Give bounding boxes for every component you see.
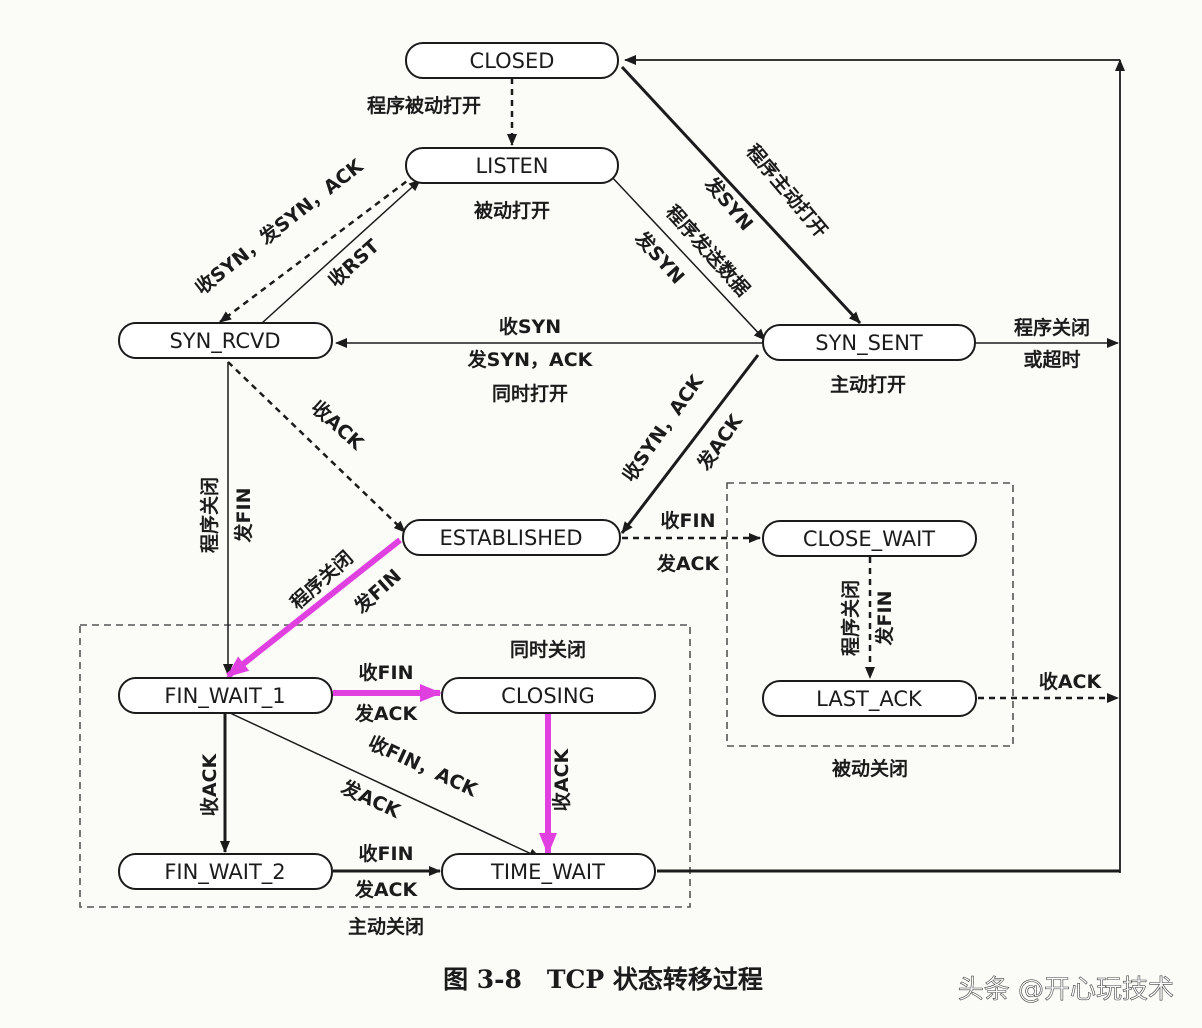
- label-recv-ack-closing: 收ACK: [550, 748, 573, 812]
- edge-synrcvd-established: [227, 361, 406, 533]
- state-syn-sent-label: SYN_SENT: [815, 331, 923, 356]
- watermark: 头条 @开心玩技术: [958, 975, 1174, 1005]
- state-fin-wait-1: FIN_WAIT_1: [118, 677, 333, 714]
- edge-synrcvd-listen: [261, 179, 421, 324]
- label-simultaneous-open: 同时打开: [492, 382, 568, 405]
- edge-finwait1-timewait: [229, 712, 541, 859]
- label-active-open-prog: 程序主动打开: [742, 140, 833, 242]
- state-fin-wait-2: FIN_WAIT_2: [118, 853, 333, 890]
- label-simultaneous-close: 同时关闭: [510, 638, 586, 661]
- label-prog-close-timeout-2: 或超时: [1023, 348, 1080, 371]
- state-closed-label: CLOSED: [470, 49, 555, 73]
- label-send-fin-cw: 发FIN: [873, 591, 896, 647]
- state-closing: CLOSING: [441, 677, 656, 714]
- state-established-label: ESTABLISHED: [439, 526, 582, 550]
- state-time-wait-label: TIME_WAIT: [490, 860, 605, 885]
- label-recv-synack: 收SYN，ACK: [617, 370, 708, 486]
- label-recv-fin-ack: 收FIN，ACK: [365, 731, 482, 802]
- simultaneous-close-group: [79, 624, 691, 908]
- label-prog-close-timeout-1: 程序关闭: [1014, 316, 1090, 339]
- state-listen-label: LISTEN: [475, 154, 548, 178]
- edge-established-finwait1: [226, 537, 402, 679]
- state-syn-sent: SYN_SENT: [762, 324, 976, 361]
- label-passive-open: 被动打开: [474, 199, 550, 222]
- passive-close-group: [726, 482, 1014, 747]
- edge-synsent-established: [620, 354, 760, 534]
- state-last-ack-label: LAST_ACK: [816, 687, 923, 712]
- label-send-ack-fw1: 发ACK: [354, 702, 419, 725]
- state-fin-wait-2-label: FIN_WAIT_2: [164, 860, 285, 885]
- edge-listen-synsent: [609, 174, 766, 341]
- label-recv-ack-la: 收ACK: [1039, 670, 1103, 693]
- state-syn-rcvd: SYN_RCVD: [118, 322, 333, 359]
- label-send-ack-diag: 发ACK: [337, 775, 405, 823]
- label-recv-fin-fw1: 收FIN: [359, 661, 414, 684]
- label-prog-close-left: 程序关闭: [198, 477, 221, 553]
- label-passive-close: 被动关闭: [832, 757, 908, 780]
- figure-caption: 图 3-8 TCP 状态转移过程: [443, 965, 763, 994]
- label-active-close: 主动关闭: [348, 915, 424, 938]
- label-recv-rst: 收RST: [324, 234, 384, 291]
- state-fin-wait-1-label: FIN_WAIT_1: [164, 684, 285, 709]
- label-passive-open-prog: 程序被动打开: [367, 94, 481, 117]
- state-syn-rcvd-label: SYN_RCVD: [169, 329, 280, 354]
- label-send-ack-fw2: 发ACK: [354, 878, 419, 901]
- label-recv-fin-cw: 收FIN: [661, 509, 716, 532]
- edge-closed-synsent: [620, 65, 862, 325]
- state-closing-label: CLOSING: [501, 684, 595, 708]
- state-listen: LISTEN: [405, 147, 619, 184]
- state-closed: CLOSED: [405, 42, 619, 79]
- label-recv-fin-fw2: 收FIN: [359, 842, 414, 865]
- label-recv-ack-fw1: 收ACK: [198, 753, 221, 817]
- label-active-open: 主动打开: [830, 373, 906, 396]
- label-send-fin-left: 发FIN: [232, 488, 255, 544]
- label-send-synack-mid: 发SYN，ACK: [467, 348, 594, 371]
- state-time-wait: TIME_WAIT: [441, 853, 656, 890]
- label-recv-syn-mid: 收SYN: [499, 315, 561, 338]
- label-prog-close-cw: 程序关闭: [839, 580, 862, 656]
- label-send-ack: 发ACK: [692, 409, 748, 475]
- edge-listen-synrcvd: [219, 174, 416, 323]
- state-last-ack: LAST_ACK: [762, 680, 977, 717]
- state-close-wait-label: CLOSE_WAIT: [803, 527, 935, 552]
- state-established: ESTABLISHED: [402, 519, 621, 556]
- label-send-ack-cw: 发ACK: [656, 552, 721, 575]
- state-close-wait: CLOSE_WAIT: [762, 520, 977, 557]
